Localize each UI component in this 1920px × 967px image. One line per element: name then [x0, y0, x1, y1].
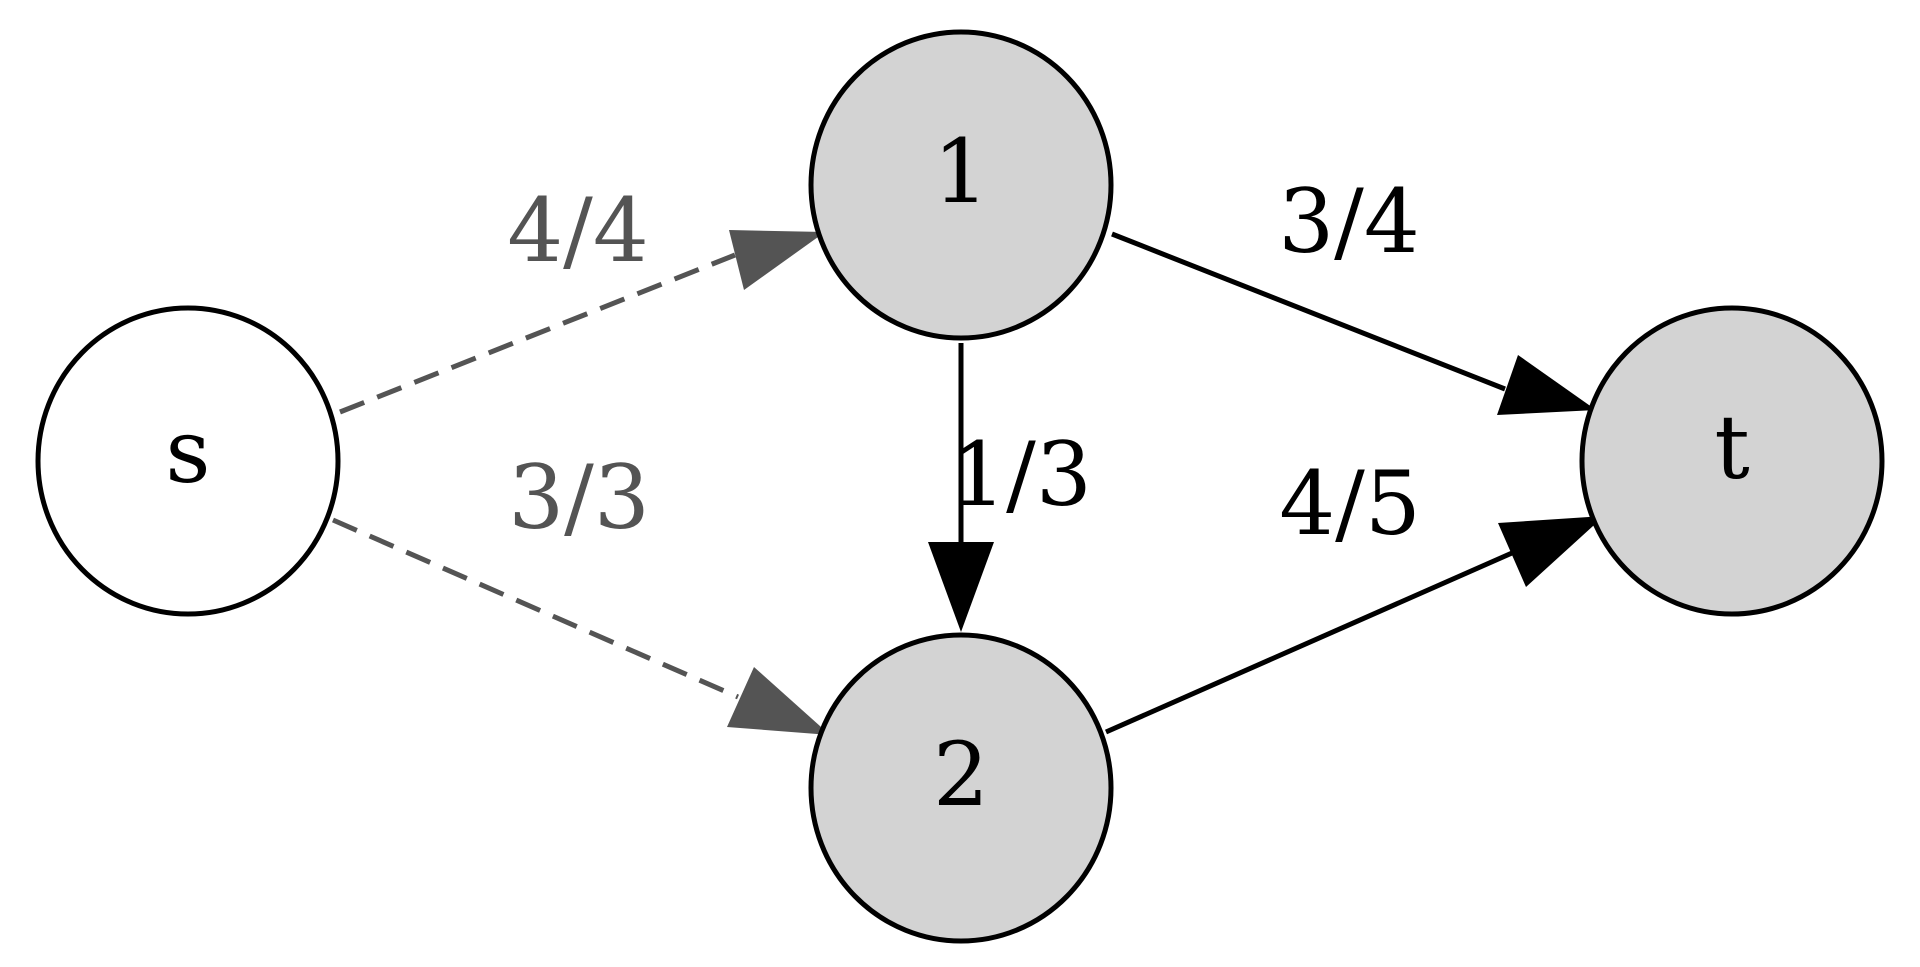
edge-s-1-label: 4/4 — [507, 179, 649, 282]
edge-s-2-label: 3/3 — [508, 446, 650, 549]
node-s-label: s — [165, 400, 210, 503]
edge-s-1-arrowhead — [729, 230, 825, 290]
node-t: t — [1579, 305, 1885, 617]
node-2: 2 — [808, 632, 1114, 944]
node-1-label: 1 — [933, 120, 989, 223]
edge-s-1-line — [339, 252, 736, 415]
edge-s-2-arrowhead — [727, 667, 830, 735]
edge-1-2-label: 1/3 — [950, 423, 1092, 526]
edge-1-2-arrowhead — [928, 542, 994, 632]
node-2-label: 2 — [933, 723, 989, 826]
node-1-circle — [808, 29, 1114, 341]
edge-2-t-arrowhead — [1498, 516, 1604, 587]
edge-1-t-line — [1111, 231, 1506, 392]
node-1: 1 — [808, 29, 1114, 341]
node-t-circle — [1579, 305, 1885, 617]
edge-s-1: 4/4 — [339, 179, 825, 415]
edge-s-2: 3/3 — [331, 446, 830, 735]
node-s: s — [35, 305, 341, 617]
edge-1-t-arrowhead — [1497, 355, 1596, 415]
edge-1-t-label: 3/4 — [1278, 170, 1420, 273]
node-2-circle — [808, 632, 1114, 944]
edge-1-2: 1/3 — [928, 343, 1092, 632]
node-s-circle — [35, 305, 341, 617]
edge-2-t: 4/5 — [1104, 452, 1604, 735]
edge-s-2-line — [331, 517, 740, 700]
edge-2-t-line — [1104, 550, 1514, 735]
node-t-label: t — [1714, 396, 1749, 499]
edge-1-t: 3/4 — [1111, 170, 1596, 415]
edge-2-t-label: 4/5 — [1279, 452, 1421, 555]
